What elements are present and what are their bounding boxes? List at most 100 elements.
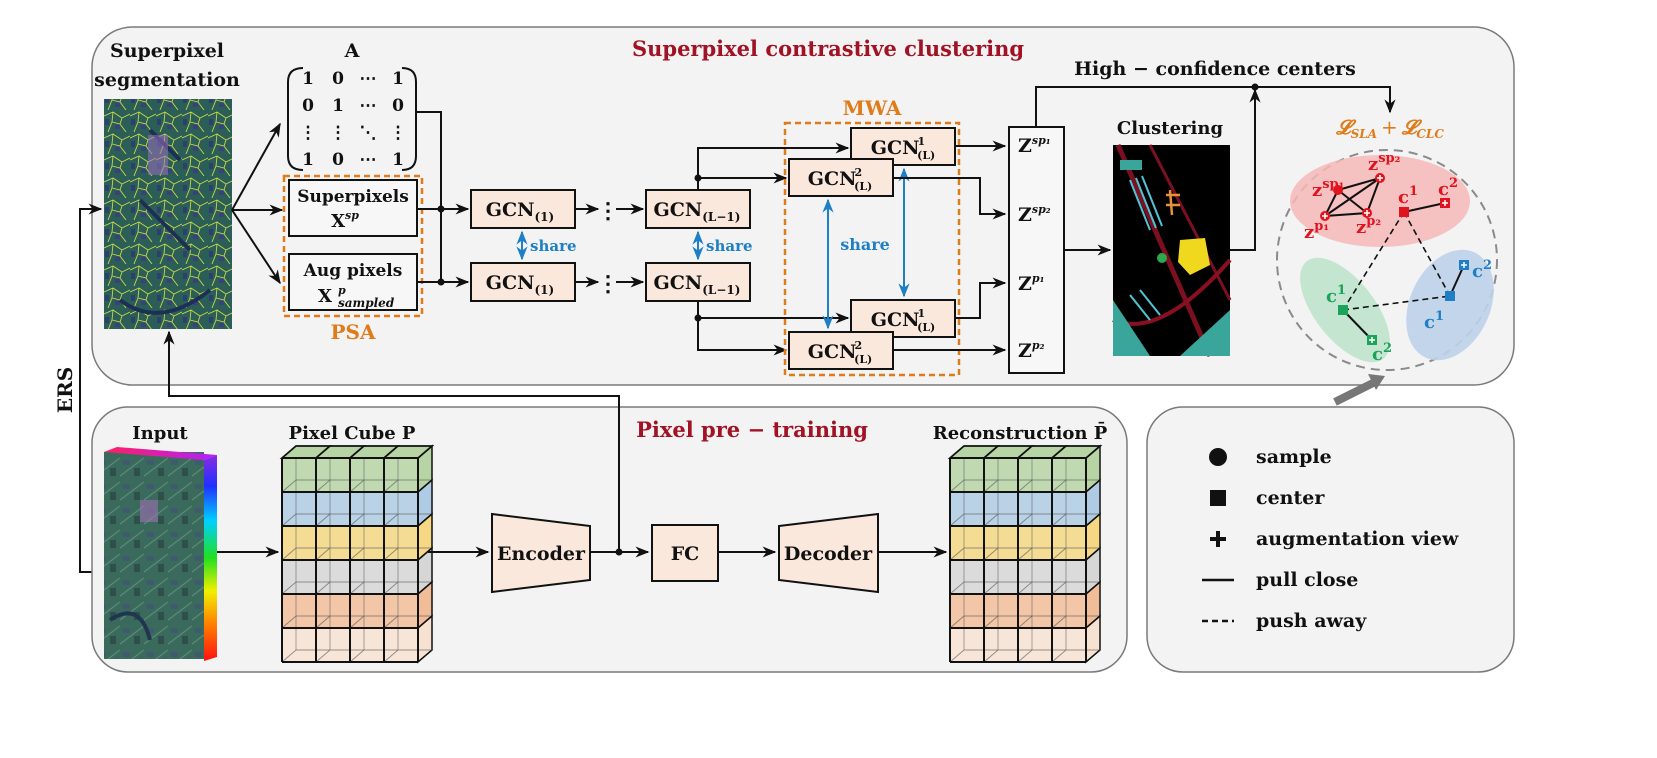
- clustering-label: Clustering: [1117, 118, 1224, 139]
- square-icon: [1210, 490, 1226, 506]
- matrix-cell: 1: [302, 69, 314, 89]
- gcn-l-1-bottom: [645, 262, 751, 302]
- fc-block: [651, 524, 719, 582]
- matrix-cell: 1: [392, 150, 404, 170]
- share-label-1: share: [530, 237, 577, 255]
- pixel-cube: [279, 444, 435, 664]
- aug-pixels-box: [288, 253, 418, 311]
- augmentation-point-icon: [1362, 208, 1372, 218]
- superpixels-box: [288, 179, 418, 237]
- pixel-cube-label: Pixel Cube P: [289, 423, 416, 444]
- gcn-1-top-label: GCN(1): [486, 199, 554, 224]
- matrix-cell: ⋮: [330, 123, 347, 143]
- embedding-column: [1008, 126, 1065, 374]
- matrix-cell: 1: [332, 96, 344, 116]
- decoder-label: Decoder: [784, 543, 873, 565]
- z-embedding-label: Zp₂: [1018, 339, 1045, 362]
- matrix-cell: ⋯: [360, 96, 377, 116]
- superpixel-segmentation-image: [104, 99, 232, 329]
- cluster-point-label: zp₂: [1356, 214, 1381, 238]
- encoder-label: Encoder: [497, 543, 586, 565]
- legend-label: sample: [1256, 446, 1332, 468]
- augmentation-point-icon: [1375, 173, 1385, 183]
- blue-cluster-region: [1406, 249, 1494, 361]
- reconstruction-cube: [947, 444, 1103, 664]
- green-center-icon: [1338, 305, 1348, 315]
- legend-item-push-away: push away: [1202, 610, 1367, 632]
- legend-label: center: [1256, 487, 1325, 509]
- legend-panel: [1146, 406, 1515, 673]
- cluster-point-label: c1: [1424, 309, 1444, 333]
- augmentation-point-icon: [1320, 211, 1330, 221]
- z-embedding-label: Zp₁: [1018, 272, 1044, 295]
- legend-item-center: center: [1210, 487, 1325, 509]
- matrix-cell: 0: [302, 96, 314, 116]
- legend-label: pull close: [1256, 569, 1358, 591]
- gcn-l-1-top-label: GCN(L−1): [654, 199, 741, 224]
- high-confidence-centers-label: High − confidence centers: [1074, 58, 1356, 80]
- legend-label: augmentation view: [1256, 528, 1459, 550]
- superpixels-label: Superpixels: [297, 187, 409, 207]
- input-label: Input: [132, 423, 188, 444]
- share-label-3: share: [840, 235, 890, 254]
- matrix-cell: 1: [302, 150, 314, 170]
- superpixel-label-line2: segmentation: [94, 69, 240, 91]
- cluster-point-label: c1: [1326, 283, 1346, 307]
- cluster-point-label: c1: [1398, 184, 1418, 208]
- psa-region: [282, 174, 424, 318]
- ellipsis-bottom: ⋮: [597, 271, 619, 297]
- matrix-cell: 1: [392, 69, 404, 89]
- gcn-l2-top: [788, 158, 894, 197]
- green-aug-center-icon: [1367, 335, 1377, 345]
- gcn-l1-top-label: GCN1(L): [871, 135, 936, 162]
- superpixel-label-line1: Superpixel: [110, 40, 224, 62]
- gcn-l2-bottom-label: GCN2(L): [808, 339, 873, 366]
- z-embedding-label: Zsp₁: [1018, 134, 1051, 157]
- adjacency-label: A: [344, 40, 360, 62]
- ers-label: ERS: [53, 367, 77, 413]
- matrix-cell: 0: [332, 69, 344, 89]
- psa-label: PSA: [331, 320, 376, 344]
- fc-label: FC: [671, 543, 700, 565]
- cluster-point-label: zsp₂: [1368, 151, 1400, 175]
- mwa-region: [783, 121, 961, 377]
- encoder-block: [491, 512, 591, 594]
- plus-icon: [1210, 531, 1226, 547]
- matrix-cell: ⋱: [360, 123, 377, 143]
- red-center-icon: [1399, 207, 1409, 217]
- gcn-l-1-bottom-label: GCN(L−1): [654, 272, 741, 297]
- blue-center-icon: [1445, 291, 1455, 301]
- cluster-point-label: zp₁: [1304, 219, 1329, 243]
- legend-pointer-arrow: [1333, 378, 1377, 406]
- sample-point-icon: [1333, 185, 1343, 195]
- matrix-cell: ⋮: [390, 123, 407, 143]
- legend-label: push away: [1256, 610, 1367, 632]
- mwa-label: MWA: [843, 96, 902, 120]
- legend-item-augmentation-view: augmentation view: [1210, 528, 1459, 550]
- gcn-1-bottom: [470, 262, 576, 302]
- cluster-point-label: c2: [1372, 341, 1392, 365]
- input-hyperspectral-cube: [104, 447, 217, 661]
- cluster-point-label: c2: [1472, 258, 1492, 282]
- legend-item-sample: sample: [1209, 446, 1332, 468]
- cluster-point-label: zsp₁: [1312, 177, 1344, 201]
- clustering-map: [1112, 144, 1232, 357]
- circle-icon: [1209, 448, 1227, 466]
- aug-pixels-label: Aug pixels: [303, 261, 403, 281]
- matrix-cell: ⋮: [300, 123, 317, 143]
- matrix-cell: 0: [392, 96, 404, 116]
- gcn-l2-bottom: [788, 331, 894, 370]
- matrix-cell: ⋯: [360, 69, 377, 89]
- gcn-l1-bottom: [850, 299, 956, 338]
- ellipsis-top: ⋮: [597, 198, 619, 224]
- red-aug-center-icon: [1440, 198, 1450, 208]
- red-cluster-region: [1290, 155, 1470, 247]
- decoder-block: [778, 512, 879, 594]
- matrix-cell: ⋯: [360, 150, 377, 170]
- matrix-cell: 0: [332, 150, 344, 170]
